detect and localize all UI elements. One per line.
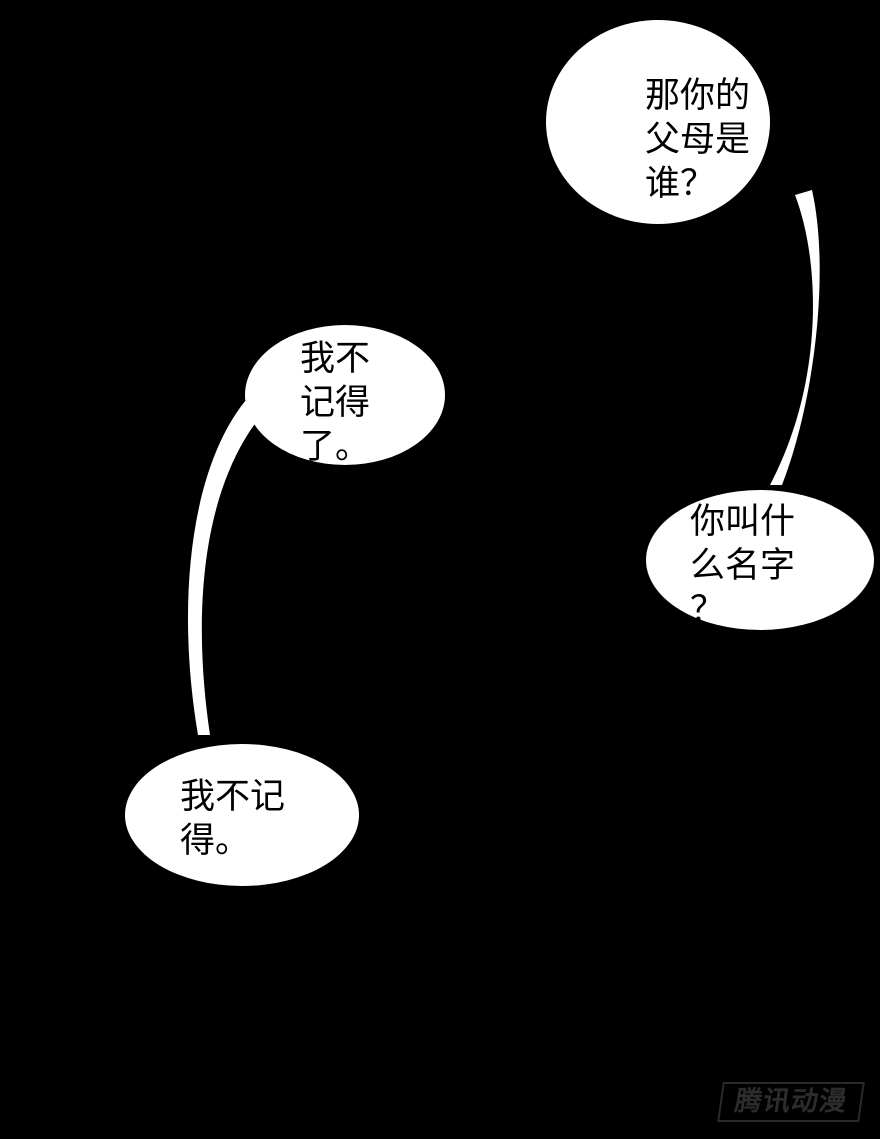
text-line: 得。 — [180, 821, 251, 861]
bubble-connector-tail-right — [770, 190, 820, 485]
bubble-connector-tail-left — [187, 385, 275, 735]
text-line: 我不记 — [180, 777, 286, 817]
text-line: 父母是 — [645, 120, 751, 160]
bubble-3-text: 你叫什 么名字 ？ — [690, 500, 795, 632]
text-line: 我不 — [300, 339, 371, 379]
bubble-4-text: 我不记 得。 — [180, 775, 285, 863]
text-line: 么名字 — [690, 546, 796, 586]
speech-bubble-4 — [125, 744, 359, 886]
text-line: 你叫什 — [690, 502, 796, 542]
text-line: 了。 — [300, 427, 371, 467]
bubble-1-text: 那你的 父母是 谁？ — [645, 74, 750, 206]
text-line: 那你的 — [645, 76, 751, 116]
speech-bubble-1 — [546, 20, 770, 224]
text-line: ？ — [690, 590, 726, 630]
text-line: 记得 — [300, 383, 371, 423]
text-line: 谁？ — [645, 164, 716, 204]
speech-bubble-3 — [646, 490, 874, 630]
speech-bubble-2 — [245, 325, 445, 465]
bubble-2-text: 我不 记得 了。 — [300, 337, 370, 469]
watermark-logo: 腾讯动漫 — [717, 1082, 865, 1122]
